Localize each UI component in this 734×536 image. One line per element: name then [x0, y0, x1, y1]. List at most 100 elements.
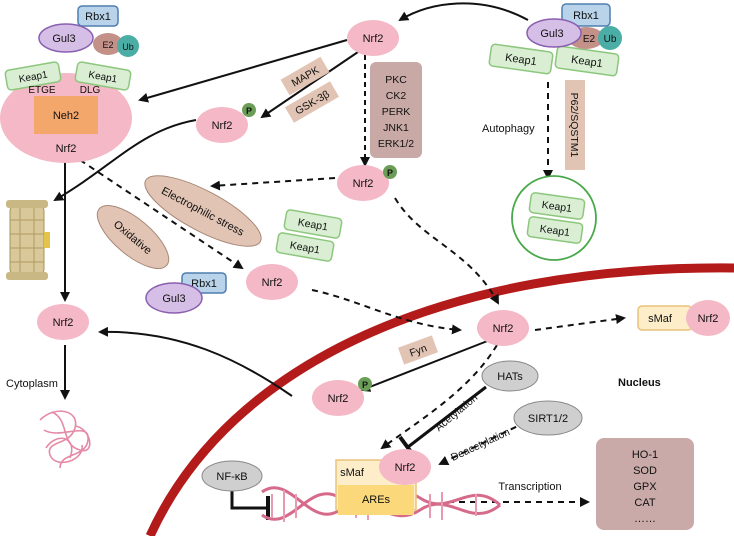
nucleus-label: Nucleus [618, 377, 661, 389]
nrf2-label: Nrf2 [395, 462, 416, 474]
kinase-label: ERK1/2 [378, 138, 414, 150]
kinase-label: PKC [385, 74, 407, 86]
arrow-export-to-cyto [98, 326, 293, 397]
autophagy-label: Autophagy [482, 123, 535, 135]
gene-label: HO-1 [632, 449, 658, 461]
nrf2-label: Nrf2 [363, 33, 384, 45]
phosphate-label: P [246, 106, 252, 116]
deacetylation-label: Deacetylation [449, 426, 512, 464]
keap1-label: Keap1 [539, 223, 571, 239]
transcription-label: Transcription [498, 481, 561, 493]
neh2-label: Neh2 [53, 110, 79, 122]
gene-label: SOD [633, 465, 657, 477]
rbx1-label: Rbx1 [191, 278, 217, 290]
rbx1-label: Rbx1 [573, 10, 599, 22]
nrf2-cytoplasm: Nrf2 [37, 304, 89, 340]
are-complex: sMaf AREs Nrf2 [335, 449, 431, 515]
oxidative-stress: Oxidative [96, 205, 170, 269]
keap1-label: Keap1 [297, 216, 329, 233]
nrf2-nucleus: Nrf2 [477, 310, 529, 346]
nrf2-label: Nrf2 [56, 143, 77, 155]
kinase-label: JNK1 [383, 122, 409, 134]
nrf2-label: Nrf2 [353, 178, 374, 190]
p62-label: P62/SQSTM1 [568, 93, 580, 158]
hats-inhibit-line [407, 385, 487, 449]
ares-label: AREs [362, 494, 391, 506]
p62-tag: P62/SQSTM1 [565, 80, 585, 170]
gul3-rbx1-complex: Rbx1 Gul3 [145, 272, 227, 314]
e2-label: E2 [583, 34, 596, 45]
proteasome-icon [6, 200, 50, 280]
arrow-nrf2-to-keap1-complex [138, 39, 348, 103]
keap1-label: Keap1 [289, 239, 321, 256]
nrf2-label: Nrf2 [53, 317, 74, 329]
sirt-label: SIRT1/2 [528, 413, 568, 425]
gene-label: …… [634, 513, 656, 525]
arrow-nrf2p-to-proteasome [53, 119, 197, 202]
hats-label: HATs [497, 371, 523, 383]
nfkb-label: NF-κB [216, 471, 247, 483]
arrow-to-are-complex [380, 344, 498, 450]
autophagosome: Keap1 Keap1 [511, 175, 597, 261]
nuclear-membrane [145, 263, 734, 536]
fyn-tag: Fyn [398, 335, 438, 365]
hats: HATs [481, 360, 539, 392]
keap1-complex-right: Keap1 Keap1 Rbx1 E2 Ub Gul3 [488, 3, 622, 77]
arrow-nucleus-nrf2-to-smaf [534, 314, 626, 331]
acetylation-label: Acetylation [433, 392, 480, 434]
degraded-peptides-icon [39, 410, 91, 469]
sirt: SIRT1/2 [513, 400, 583, 436]
electrophilic-stress: Electrophilic stress [144, 175, 262, 247]
phosphate-label: P [362, 380, 368, 390]
keap1-label: Keap1 [18, 69, 49, 85]
gene-label: CAT [634, 497, 655, 509]
nrf2-phospho-kinases: Nrf2 P [337, 165, 397, 201]
nfkb: NF-κB [201, 460, 263, 492]
gul3-label: Gul3 [540, 28, 563, 40]
keap1-label: Keap1 [541, 199, 573, 215]
gul3-label: Gul3 [52, 33, 75, 45]
nrf2-label: Nrf2 [212, 120, 233, 132]
keap1-complex-left: Keap1 Keap1 Rbx1 E2 Ub Gul3 ETGE DLG Neh… [0, 5, 139, 163]
nrf2-phospho-nucleus: Nrf2 P [312, 377, 372, 416]
keap1-label: Keap1 [570, 54, 603, 70]
ub-label: Ub [122, 42, 134, 52]
kinase-box: PKC CK2 PERK JNK1 ERK1/2 [370, 62, 422, 158]
cytoplasm-label: Cytoplasm [6, 378, 58, 390]
keap1-pair: Keap1 Keap1 [275, 209, 343, 262]
nrf2-label: Nrf2 [698, 313, 719, 325]
nfkb-inhibit-line [230, 490, 266, 510]
gul3-label: Gul3 [162, 293, 185, 305]
arrow-free-nrf2-to-nucleus [311, 289, 462, 335]
phosphate-label: P [387, 168, 393, 178]
e2-label: E2 [102, 40, 113, 50]
nrf2-label: Nrf2 [262, 277, 283, 289]
dlg-label: DLG [80, 85, 101, 96]
smaf-label: sMaf [340, 467, 365, 479]
ub-label: Ub [604, 34, 617, 45]
nrf2-top: Nrf2 [347, 20, 399, 56]
nrf2-label: Nrf2 [328, 393, 349, 405]
arrow-fyn-export [360, 339, 491, 392]
nrf2-phospho-mapk: Nrf2 P [196, 103, 256, 143]
nrf2-free: Nrf2 [246, 264, 298, 300]
nrf2-label: Nrf2 [493, 323, 514, 335]
kinase-label: PERK [382, 106, 411, 118]
rbx1-label: Rbx1 [85, 11, 111, 23]
fyn-label: Fyn [408, 342, 429, 359]
arrow-phospho-to-nucleus [394, 197, 499, 305]
arrow-complex-to-nrf2 [398, 2, 529, 22]
smaf-label: sMaf [648, 313, 673, 325]
etge-label: ETGE [28, 85, 56, 96]
smaf-nrf2-right: sMaf Nrf2 [637, 300, 730, 336]
kinase-label: CK2 [386, 90, 407, 102]
arrow-nrf2-to-nrf2p [260, 51, 359, 119]
arrow-phospho-to-stress [210, 177, 336, 191]
arrow-sirt-deacetylation [438, 421, 527, 465]
keap1-label: Keap1 [504, 52, 537, 68]
gene-label: GPX [633, 481, 657, 493]
target-genes-box: HO-1 SOD GPX CAT …… [596, 438, 694, 530]
keap1-label: Keap1 [88, 70, 119, 86]
